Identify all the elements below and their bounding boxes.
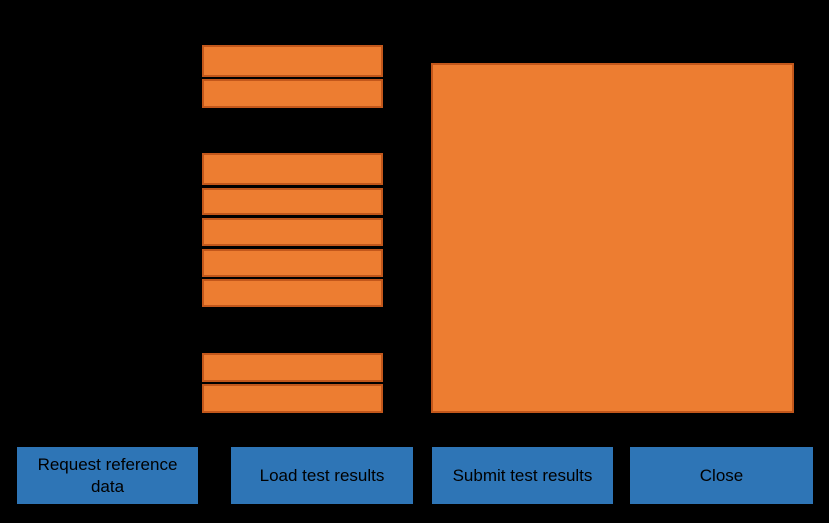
text-field-8[interactable] bbox=[202, 353, 383, 382]
text-field-2[interactable] bbox=[202, 79, 383, 108]
close-button[interactable]: Close bbox=[630, 447, 813, 504]
load-test-results-button[interactable]: Load test results bbox=[231, 447, 413, 504]
text-field-7[interactable] bbox=[202, 279, 383, 307]
text-field-6[interactable] bbox=[202, 249, 383, 277]
text-field-9[interactable] bbox=[202, 384, 383, 413]
text-field-4[interactable] bbox=[202, 188, 383, 215]
text-field-5[interactable] bbox=[202, 218, 383, 246]
text-field-3[interactable] bbox=[202, 153, 383, 185]
results-textarea[interactable] bbox=[431, 63, 794, 413]
request-reference-data-button[interactable]: Request reference data bbox=[17, 447, 198, 504]
text-field-1[interactable] bbox=[202, 45, 383, 77]
submit-test-results-button[interactable]: Submit test results bbox=[432, 447, 613, 504]
